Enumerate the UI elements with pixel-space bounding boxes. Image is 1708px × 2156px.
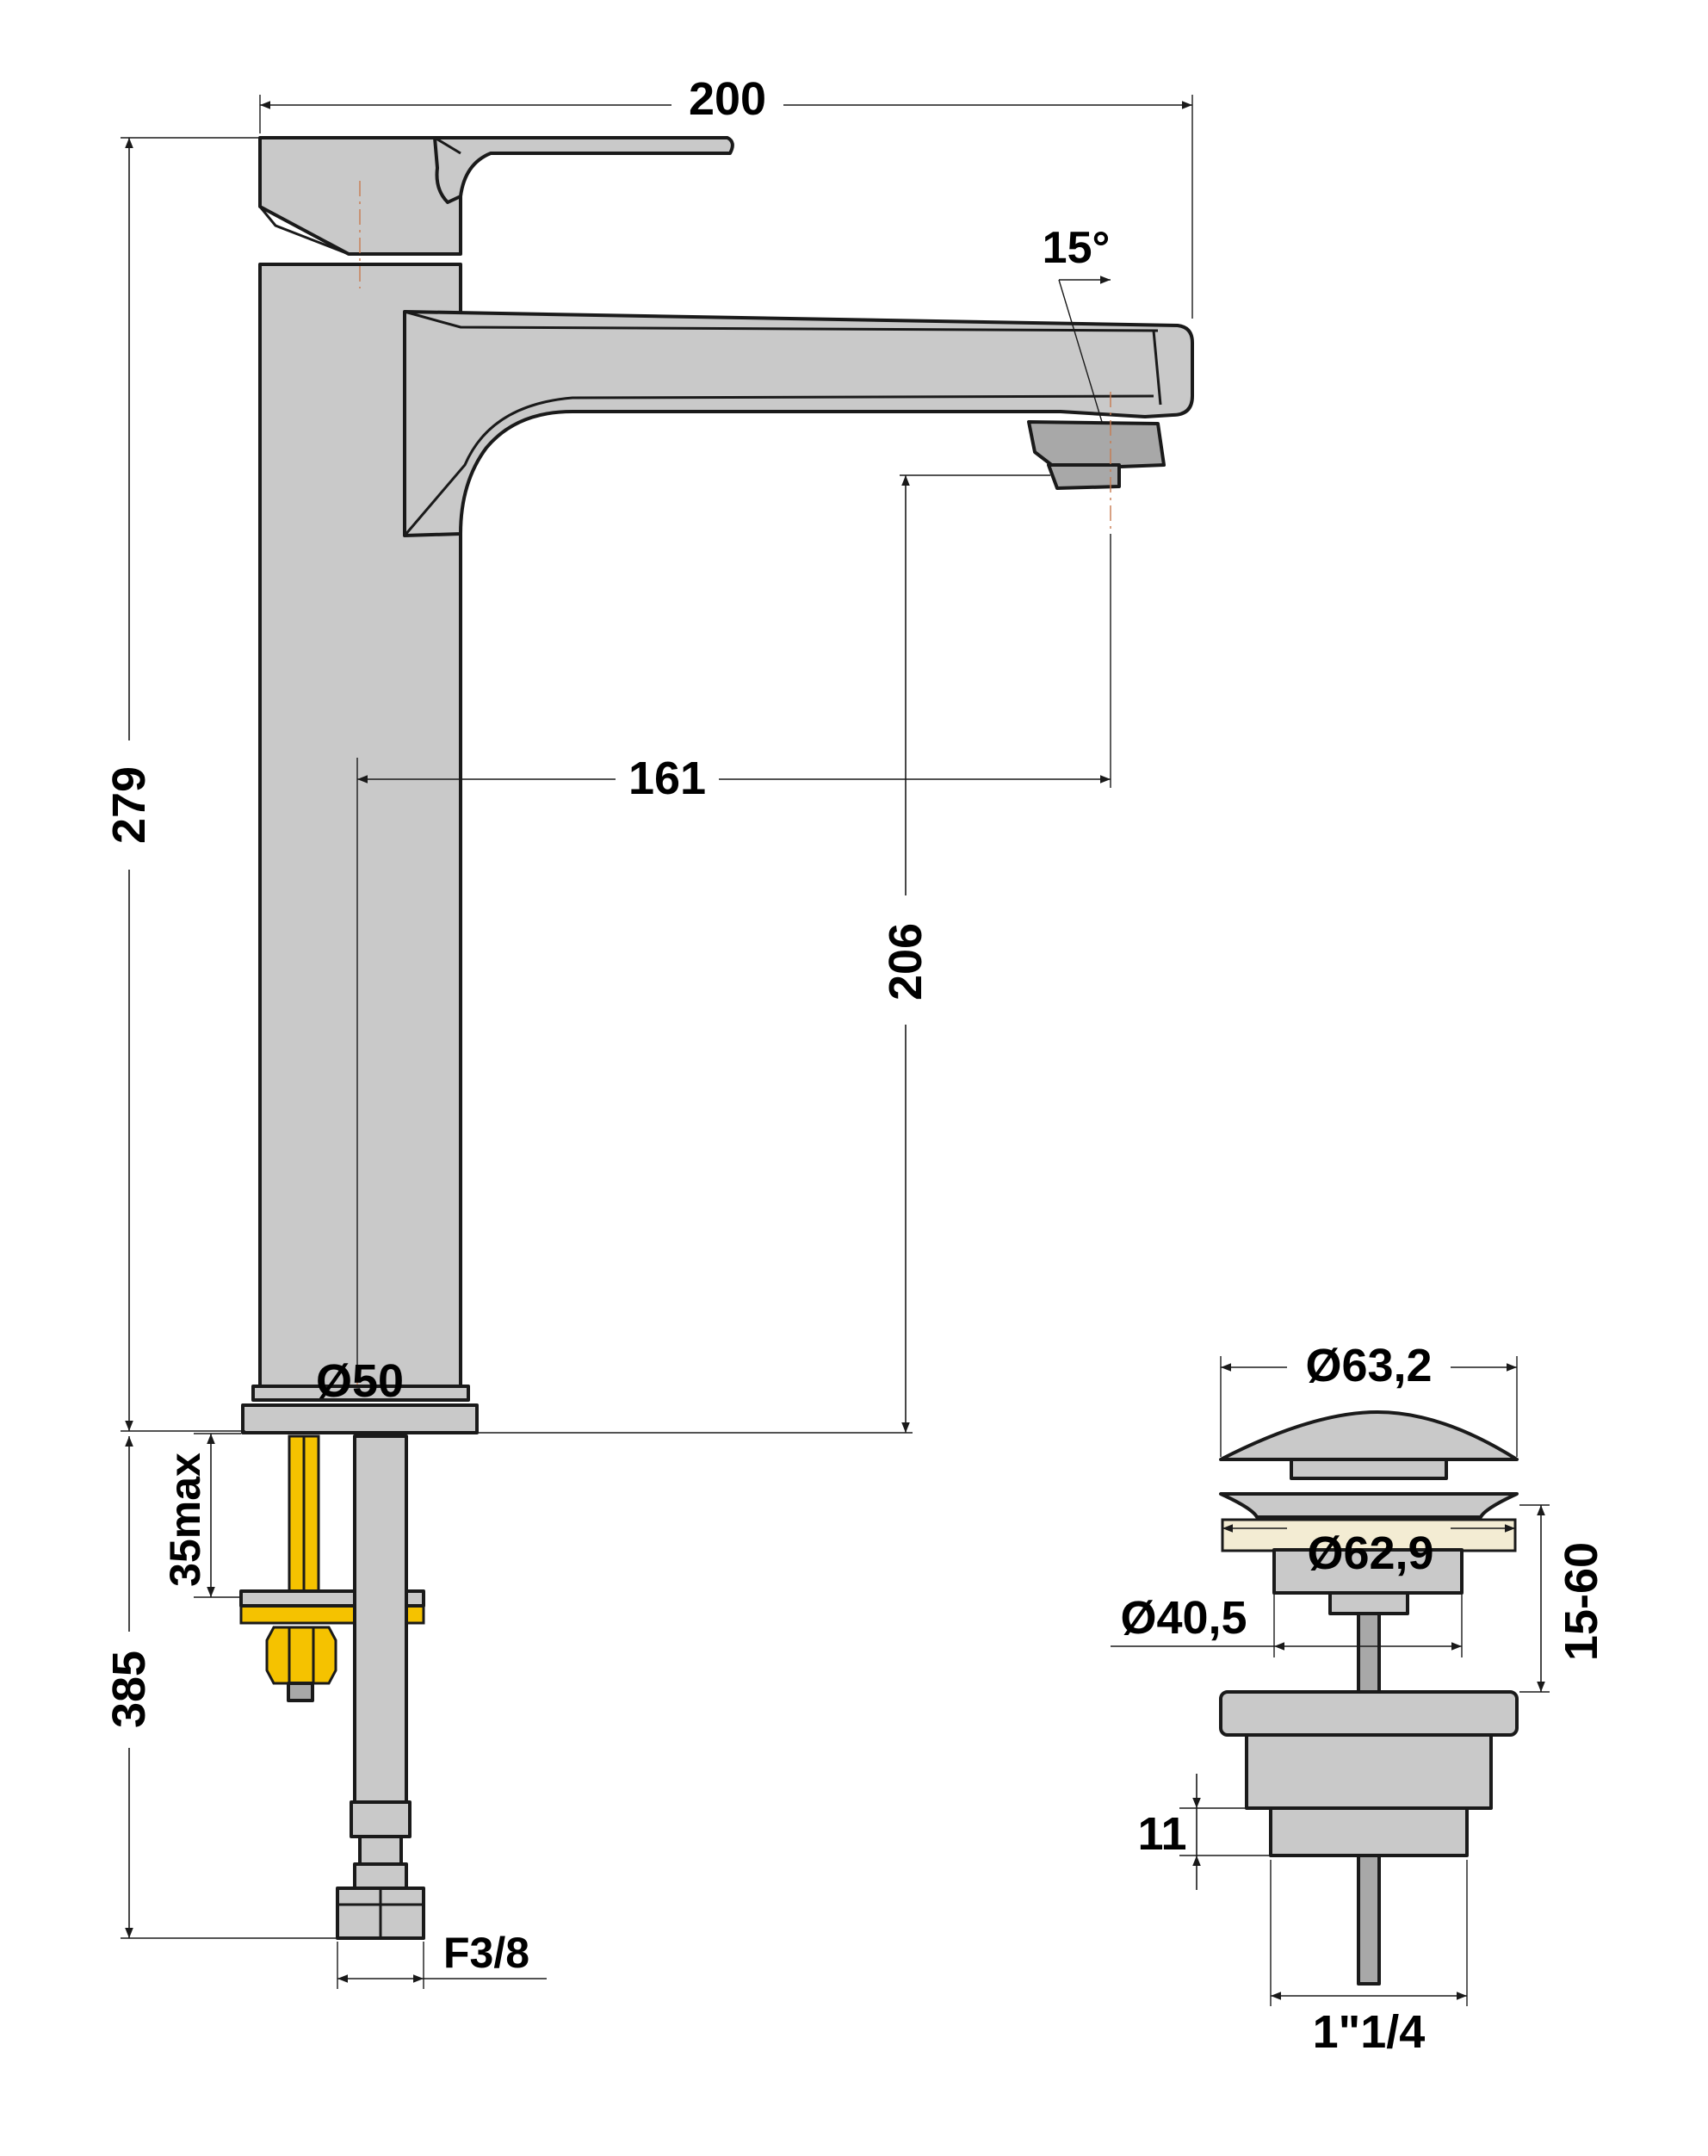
dim-body-diameter: Ø40,5	[1120, 1592, 1247, 1644]
dim-width: 200	[689, 73, 766, 125]
waste-dimensions: Ø63,2 Ø62,9 Ø40,5 15-60 11 1"1/4	[1111, 1340, 1607, 2058]
dim-clamping-range: 15-60	[1556, 1542, 1607, 1661]
dim-thread-height: 11	[1137, 1808, 1186, 1860]
aerator	[1027, 420, 1166, 471]
dim-cap-diameter: Ø63,2	[1305, 1340, 1432, 1391]
dim-connection: F3/8	[443, 1929, 529, 1977]
flexible-hose	[353, 1434, 408, 1804]
dim-spout-reach: 161	[628, 753, 706, 804]
dim-height: 279	[103, 766, 155, 844]
lever-arm	[433, 136, 734, 204]
fixing-nut	[265, 1626, 337, 1685]
dim-base-diameter: Ø50	[316, 1355, 404, 1407]
dim-hose-length: 385	[103, 1651, 155, 1728]
dim-angle: 15°	[1043, 223, 1111, 273]
base-ring	[251, 1385, 470, 1402]
dim-spout-height: 206	[880, 923, 931, 1001]
faucet-dimensions: 200 15° 279 161 206 Ø50 35max	[103, 73, 1193, 1989]
dim-max-deck: 35max	[161, 1453, 209, 1587]
waste-body-flange	[1219, 1690, 1519, 1737]
dim-thread-size: 1"1/4	[1313, 2006, 1426, 2058]
dim-flange-diameter: Ø62,9	[1307, 1527, 1433, 1579]
waste-drawing	[1219, 1410, 1519, 1986]
waste-body	[1245, 1733, 1493, 1810]
faucet-spout	[403, 310, 1194, 537]
waste-flange	[1219, 1492, 1519, 1519]
base-plate	[241, 1403, 479, 1434]
faucet-drawing	[239, 136, 1194, 1940]
aerator-tip	[1047, 463, 1121, 490]
waste-cap	[1219, 1410, 1519, 1461]
